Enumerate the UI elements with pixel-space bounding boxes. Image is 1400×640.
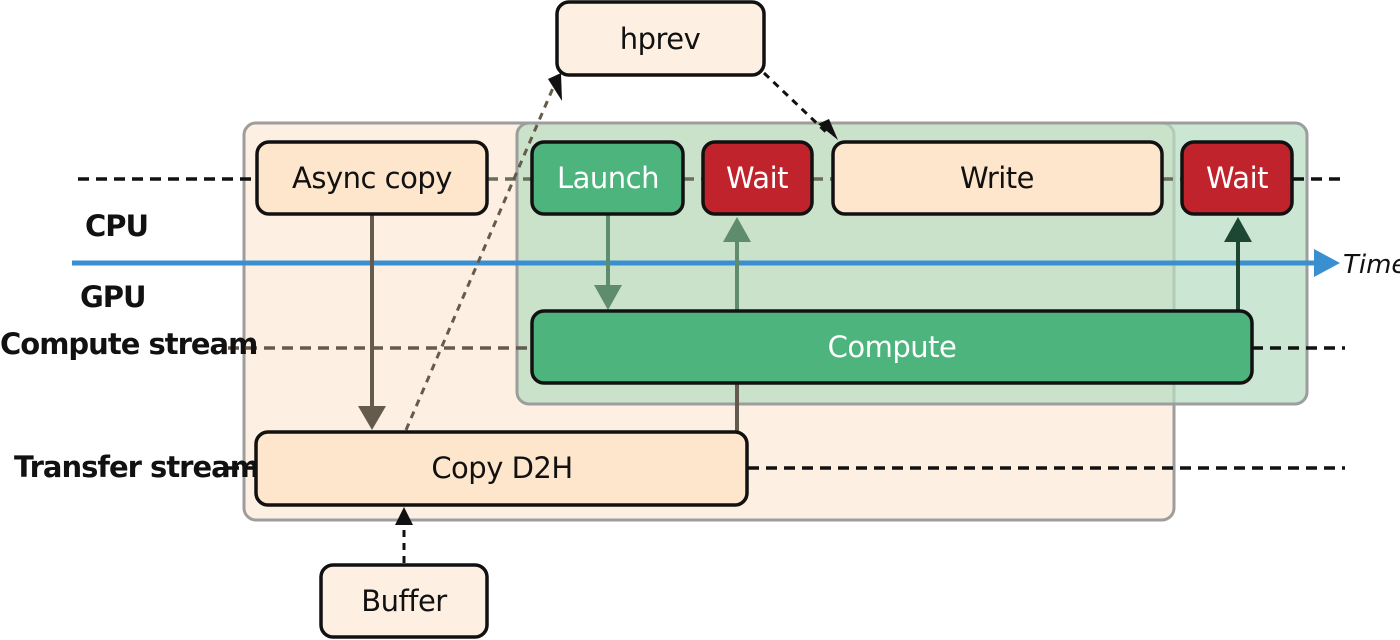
write-box: Write [831,140,1164,216]
wait-box-1: Wait [701,140,814,216]
buffer-to-copy-arrowhead [395,507,413,525]
buffer-box: Buffer [319,563,489,639]
write-label: Write [960,161,1034,195]
launch-label: Launch [557,161,659,195]
transfer-stream-label: Transfer stream [14,450,259,484]
copy-d2h-box: Copy D2H [254,430,749,507]
copy-to-hprev-arrowhead [548,73,562,101]
copy-d2h-label: Copy D2H [431,451,572,485]
wait-box-2: Wait [1180,140,1294,216]
compute-stream-label: Compute stream [0,327,257,361]
launch-box: Launch [530,140,685,216]
gpu-label: GPU [80,280,146,314]
compute-to-wait-2-arrowhead [1224,217,1252,242]
wait-1-label: Wait [726,161,788,195]
hprev-label: hprev [620,22,701,56]
copy-to-hprev-dotted-arrow [404,87,555,431]
compute-label: Compute [828,330,957,364]
wait-2-label: Wait [1206,161,1268,195]
launch-to-compute-arrowhead [594,285,622,310]
buffer-label: Buffer [361,584,447,618]
compute-to-wait-1-arrowhead [723,217,751,242]
cpu-label: CPU [85,209,148,243]
time-axis-arrowhead [1314,249,1340,277]
hprev-box: hprev [555,0,766,77]
async-copy-label: Async copy [292,161,452,195]
async-copy-to-copy-arrowhead [358,406,386,430]
compute-box: Compute [530,309,1254,385]
hprev-to-write-dotted-arrow [762,71,828,134]
async-copy-box: Async copy [255,140,489,216]
hprev-to-write-arrowhead [818,119,838,140]
time-label: Time [1343,250,1400,280]
